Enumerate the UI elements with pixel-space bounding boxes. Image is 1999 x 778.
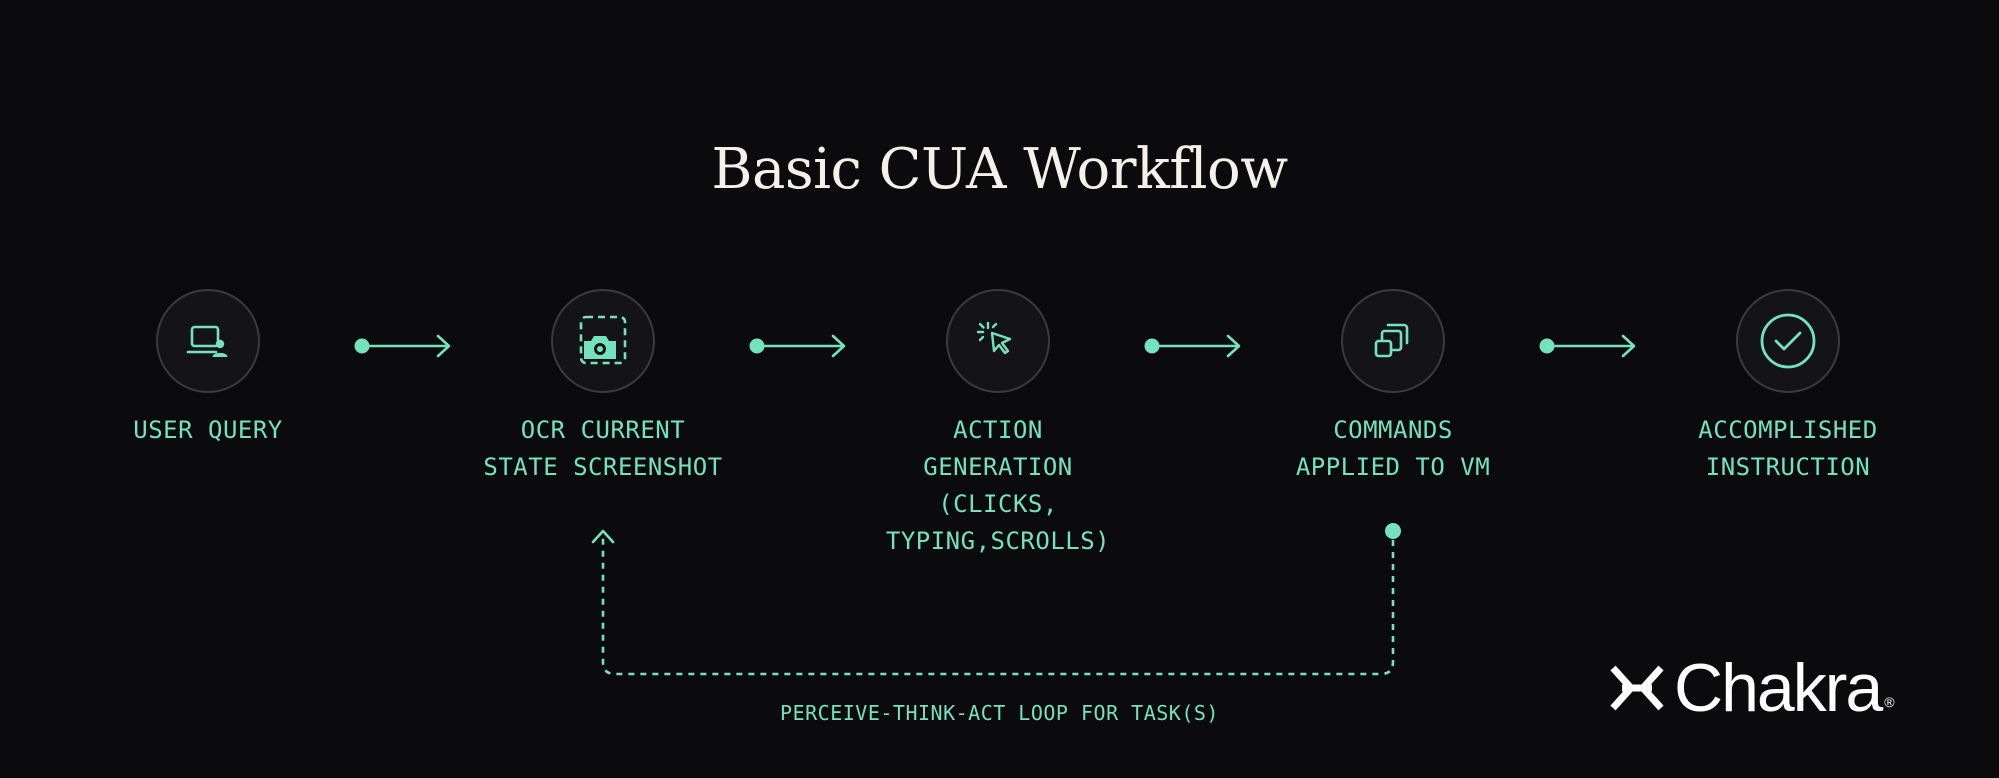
step-label: ACTION GENERATION (CLICKS, TYPING,SCROLL… <box>885 416 1111 555</box>
arrow-connector <box>1539 334 1636 358</box>
arrow-connector <box>749 334 846 358</box>
step-icon-circle <box>1341 289 1445 393</box>
loop-label: PERCEIVE-THINK-ACT LOOP FOR TASK(S) <box>780 701 1219 725</box>
step-icon-circle <box>1736 289 1840 393</box>
camera-screenshot-icon <box>579 315 627 365</box>
step-commands-applied: COMMANDS APPLIED TO VM <box>1213 289 1573 486</box>
step-label: OCR CURRENT STATE SCREENSHOT <box>483 416 723 481</box>
cursor-click-icon <box>976 321 1012 355</box>
step-icon-circle <box>946 289 1050 393</box>
monitor-user-icon <box>186 325 228 357</box>
chakra-logo-mark-icon <box>1610 665 1664 711</box>
step-ocr-screenshot: OCR CURRENT STATE SCREENSHOT <box>423 289 783 486</box>
step-label: COMMANDS APPLIED TO VM <box>1295 416 1491 481</box>
logo-wordmark: Chakra <box>1674 650 1883 726</box>
check-circle-icon <box>1760 313 1816 369</box>
step-label: USER QUERY <box>133 416 283 444</box>
step-icon-circle <box>551 289 655 393</box>
step-icon-circle <box>156 289 260 393</box>
step-action-generation: ACTION GENERATION (CLICKS, TYPING,SCROLL… <box>818 289 1178 560</box>
arrow-connector <box>1144 334 1241 358</box>
diagram-title: Basic CUA Workflow <box>711 137 1288 202</box>
registered-mark: ® <box>1884 694 1895 710</box>
stacked-windows-icon <box>1374 323 1409 358</box>
step-label: ACCOMPLISHED INSTRUCTION <box>1698 416 1878 481</box>
chakra-logo: Chakra ® <box>1608 650 1895 726</box>
step-user-query: USER QUERY <box>28 289 388 449</box>
arrow-connector <box>354 334 451 358</box>
step-accomplished: ACCOMPLISHED INSTRUCTION <box>1608 289 1968 486</box>
